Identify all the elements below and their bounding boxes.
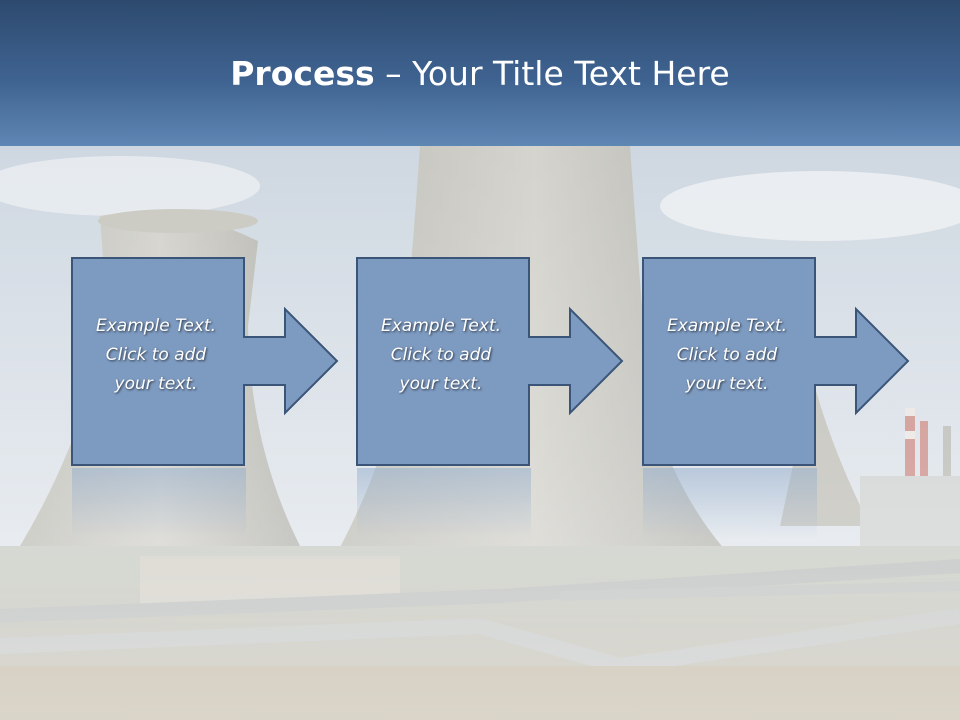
slide-title[interactable]: Process – Your Title Text Here: [0, 50, 960, 98]
step-2-text: Example Text. Click to add your text.: [356, 312, 526, 399]
step-1-line-3: your text.: [114, 374, 198, 394]
process-step-2[interactable]: Example Text. Click to add your text.: [356, 257, 624, 466]
step-2-line-1: Example Text.: [380, 316, 502, 336]
title-bold: Process: [230, 54, 375, 93]
process-step-1[interactable]: Example Text. Click to add your text.: [71, 257, 339, 466]
step-1-reflection: [72, 468, 246, 538]
step-2-arrow-shape: [356, 257, 624, 466]
step-2-reflection: [357, 468, 531, 538]
step-2-line-3: your text.: [399, 374, 483, 394]
step-3-line-3: your text.: [685, 374, 769, 394]
step-3-line-2: Click to add: [676, 345, 778, 365]
step-3-reflection: [643, 468, 817, 538]
step-2-line-2: Click to add: [390, 345, 492, 365]
step-1-line-1: Example Text.: [95, 316, 217, 336]
step-1-line-2: Click to add: [105, 345, 207, 365]
step-1-text: Example Text. Click to add your text.: [71, 312, 241, 399]
step-3-line-1: Example Text.: [666, 316, 788, 336]
process-step-3[interactable]: Example Text. Click to add your text.: [642, 257, 910, 466]
step-3-arrow-shape: [642, 257, 910, 466]
title-rest: – Your Title Text Here: [374, 54, 730, 93]
step-3-text: Example Text. Click to add your text.: [642, 312, 812, 399]
step-1-arrow-shape: [71, 257, 339, 466]
title-bar: [0, 0, 960, 146]
